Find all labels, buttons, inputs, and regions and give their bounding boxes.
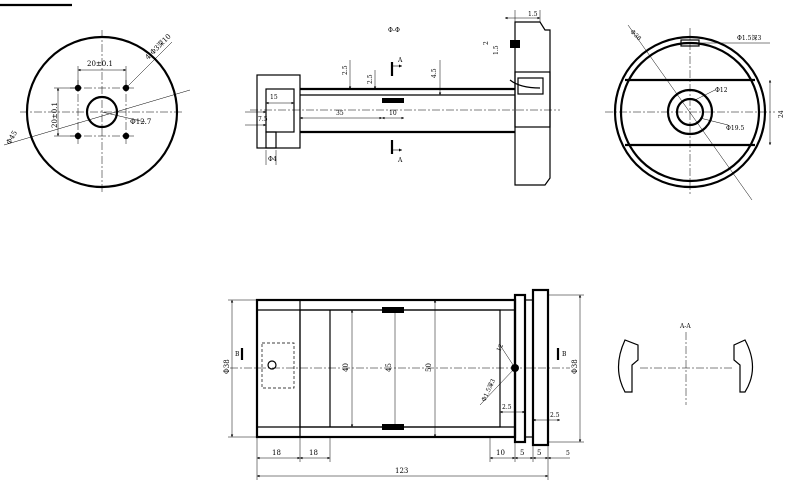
label-inner: Φ12 bbox=[715, 87, 728, 94]
detail-view: A-A bbox=[617, 323, 754, 405]
label-d2: 2 bbox=[483, 41, 490, 45]
label-d18b: 18 bbox=[309, 449, 318, 457]
label-d45: 45 bbox=[385, 363, 393, 372]
detail-right-part bbox=[733, 339, 754, 393]
right-view: Φ38 Φ1.5深3 Φ12 Φ19.5 24 bbox=[605, 24, 785, 201]
label-mid: Φ19.5 bbox=[726, 125, 744, 132]
label-d50: 50 bbox=[425, 363, 433, 372]
right-flange bbox=[514, 21, 551, 186]
label-d10: 10 bbox=[389, 110, 397, 117]
section-mark-bottom: A bbox=[397, 157, 403, 164]
label-d5c: 5 bbox=[566, 450, 570, 457]
label-bolt-circle: 4-Φ3深10 bbox=[143, 32, 173, 62]
label-outer-dia: Φ45 bbox=[5, 129, 19, 146]
detail-title: A-A bbox=[679, 323, 691, 330]
label-d40: 40 bbox=[342, 363, 350, 372]
label-d25b: 2.5 bbox=[550, 412, 560, 419]
label-d45: 4.5 bbox=[431, 68, 438, 78]
mark-b-left: B bbox=[235, 351, 240, 358]
label-width: 24 bbox=[778, 110, 785, 118]
label-d5a: 5 bbox=[520, 449, 524, 457]
label-d75: 7.5 bbox=[258, 116, 268, 123]
label-thread: Φ1.5深3 bbox=[737, 34, 761, 42]
label-d15c: 15 bbox=[270, 94, 278, 101]
label-d25: 2.5 bbox=[342, 65, 349, 75]
section-title: Φ-Φ bbox=[388, 27, 400, 34]
assembly-view: 40 45 50 Φ38 Φ38 Φ1.5深3 12 B B 2.5 2.5 bbox=[223, 288, 584, 480]
front-view: 20±0.1 20±0.1 4-Φ3深10 Φ45 Φ12.7 bbox=[3, 30, 191, 194]
left-block bbox=[256, 74, 301, 149]
label-d15b: 1.5 bbox=[493, 45, 500, 55]
label-d18a: 18 bbox=[272, 449, 281, 457]
section-view: Φ-Φ 1.5 2 1.5 2.5 2.5 4.5 15 35 10 bbox=[245, 10, 560, 186]
mark-b-right: B bbox=[562, 351, 567, 358]
label-thread: Φ1.5深3 bbox=[480, 377, 498, 403]
label-outer-dia: Φ38 bbox=[223, 359, 231, 374]
label-d15a: 1.5 bbox=[528, 11, 538, 18]
label-d4: Φ4 bbox=[268, 156, 277, 163]
label-d5b: 5 bbox=[537, 449, 541, 457]
detail-left-part bbox=[617, 339, 639, 393]
label-d12: 12 bbox=[495, 343, 505, 353]
label-d25b: 2.5 bbox=[367, 74, 374, 84]
label-d25a: 2.5 bbox=[502, 404, 512, 411]
label-d35: 35 bbox=[336, 110, 344, 117]
section-mark-top: A bbox=[397, 57, 403, 64]
label-center-hole: Φ12.7 bbox=[130, 118, 151, 126]
label-hole-spacing-h: 20±0.1 bbox=[87, 60, 113, 68]
label-hole-spacing-v: 20±0.1 bbox=[51, 102, 59, 128]
label-outer: Φ38 bbox=[629, 28, 643, 42]
label-d10: 10 bbox=[496, 449, 505, 457]
label-total: 123 bbox=[395, 467, 408, 475]
label-right-dia: Φ38 bbox=[571, 359, 579, 374]
